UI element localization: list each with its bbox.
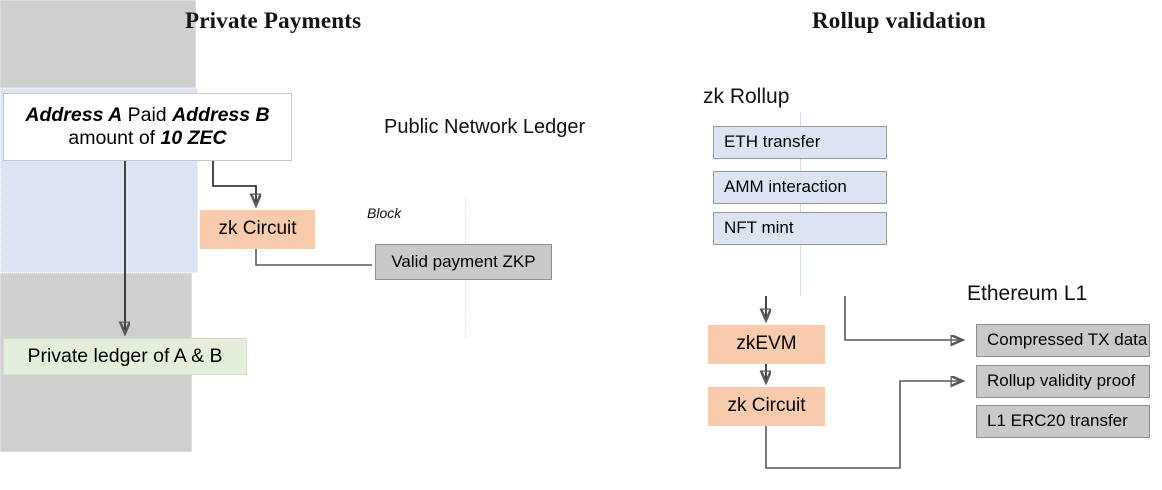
public-network-ledger-label: Public Network Ledger <box>384 116 586 138</box>
paid-text: Paid <box>122 103 173 126</box>
zk-rollup-label: zk Rollup <box>703 85 790 108</box>
address-b-text: Address B <box>172 103 270 126</box>
page-title-rollup-validation: Rollup validation <box>812 8 987 33</box>
block-group <box>0 0 196 88</box>
payment-statement-line-1: Address A Paid Address B <box>25 104 269 127</box>
rollup-item-eth-transfer: ETH transfer <box>713 126 887 159</box>
ethereum-l1-label: Ethereum L1 <box>967 282 1088 305</box>
page-title-private-payments: Private Payments <box>185 8 362 33</box>
zkevm-node: zkEVM <box>708 325 825 364</box>
payment-statement-line-2: amount of 10 ZEC <box>68 127 226 150</box>
arrow-zk-circuit-to-validity-proof <box>765 381 962 469</box>
amount-value-text: 10 ZEC <box>160 127 227 149</box>
zk-rollup-guide-line <box>800 113 801 296</box>
address-a-text: Address A <box>25 103 123 126</box>
private-ledger-node: Private ledger of A & B <box>3 338 247 375</box>
rollup-item-amm-interaction: AMM interaction <box>713 171 887 204</box>
amount-of-text: amount of <box>68 127 161 149</box>
zk-circuit-node-right: zk Circuit <box>708 387 825 426</box>
payment-statement-box: Address A Paid Address B amount of 10 ZE… <box>3 93 292 161</box>
rollup-item-nft-mint: NFT mint <box>713 212 887 245</box>
l1-item-l1-erc20-transfer: L1 ERC20 transfer <box>976 405 1150 438</box>
l1-item-rollup-validity-proof: Rollup validity proof <box>976 365 1150 398</box>
l1-item-compressed-tx-data: Compressed TX data <box>976 324 1150 357</box>
zk-circuit-node-left: zk Circuit <box>200 210 315 249</box>
arrow-statement-to-zk-circuit <box>212 161 256 205</box>
valid-payment-zkp-node: Valid payment ZKP <box>375 244 552 280</box>
arrow-zk-circuit-to-block <box>255 249 372 266</box>
block-label: Block <box>367 205 402 221</box>
arrow-rollup-to-compressed-tx <box>844 296 962 340</box>
